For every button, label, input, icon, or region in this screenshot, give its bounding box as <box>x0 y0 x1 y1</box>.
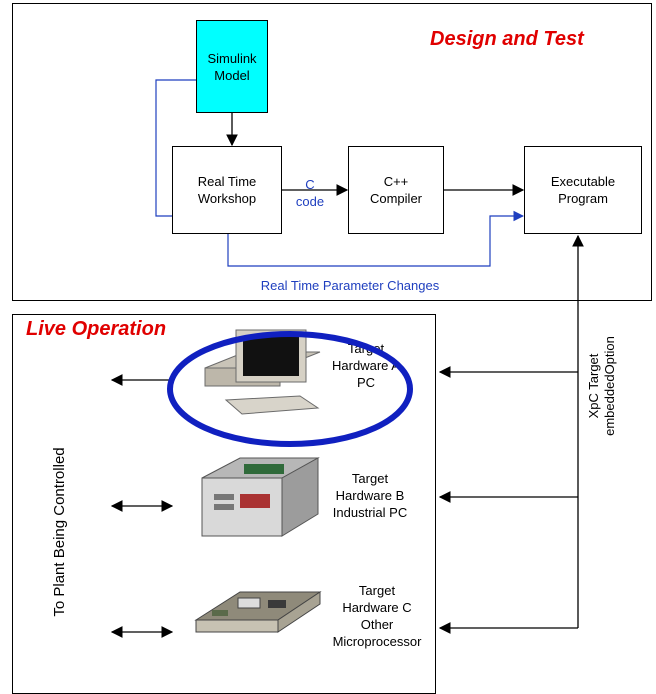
target-hardware-c-image <box>194 591 322 633</box>
cpp-compiler-box: C++ Compiler <box>348 146 444 234</box>
c-code-label: C code <box>295 177 325 209</box>
highlight-ellipse <box>167 331 413 447</box>
target-hardware-b-label: Target Hardware B Industrial PC <box>332 471 408 520</box>
rtw-to-simulink-link <box>155 79 196 217</box>
target-hardware-b-image <box>201 457 320 537</box>
design-and-test-title: Design and Test <box>430 28 584 50</box>
executable-program-box: Executable Program <box>524 146 642 234</box>
simulink-model-box: Simulink Model <box>196 20 268 113</box>
parameter-changes-label: Real Time Parameter Changes <box>260 278 440 293</box>
live-operation-title: Live Operation <box>26 318 167 340</box>
target-hardware-c-label: Target Hardware C Other Microprocessor <box>332 583 422 649</box>
parameter-changes-arrow <box>227 210 525 267</box>
real-time-workshop-box: Real Time Workshop <box>172 146 282 234</box>
